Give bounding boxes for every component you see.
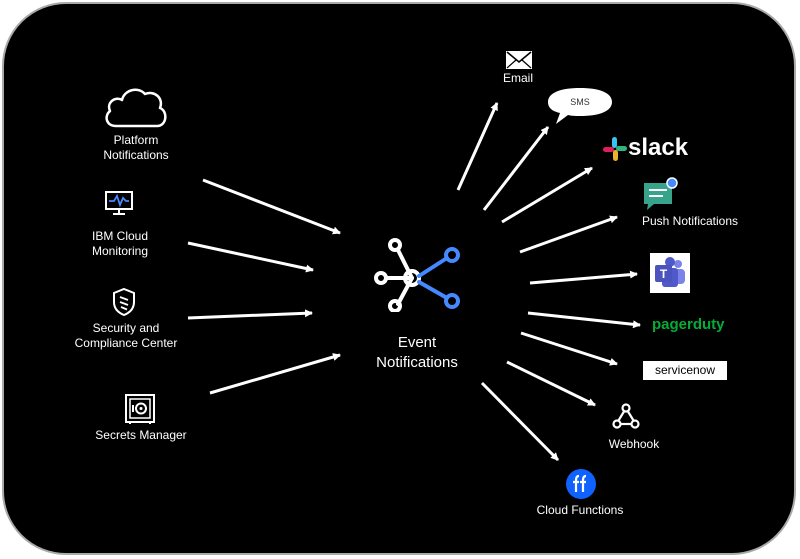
dest-label-webhook: Webhook (608, 437, 660, 451)
arrow-security-to-center (187, 309, 313, 320)
source-label-monitoring: IBM Cloud Monitoring (91, 229, 149, 258)
arrow-center-to-webhook (506, 360, 596, 407)
cloud-icon (102, 84, 170, 130)
arrow-center-to-servicenow (520, 331, 618, 366)
arrow-center-to-teams (529, 270, 638, 285)
vault-icon (124, 393, 156, 425)
arrow-center-to-push (519, 215, 618, 254)
dest-label-slack: slack (628, 134, 689, 161)
arrow-center-to-sms (482, 126, 550, 211)
svg-text:T: T (660, 267, 668, 281)
cloud-functions-icon (564, 467, 598, 501)
arrow-center-to-pagerduty (527, 311, 641, 329)
shield-icon (112, 287, 136, 317)
speech-bubble-icon (546, 86, 614, 126)
envelope-icon (505, 50, 533, 70)
dest-label-email: Email (502, 71, 533, 85)
arrow-center-to-functions (480, 381, 560, 462)
microsoft-teams-logo: T (650, 253, 690, 293)
arrow-secrets-to-center (209, 353, 341, 395)
center-label: Event Notifications (376, 334, 458, 371)
arrow-monitoring-to-center (187, 241, 314, 273)
servicenow-logo (643, 361, 727, 380)
dest-label-servicenow: servicenow (654, 363, 716, 377)
slack-logo (602, 136, 628, 162)
arrow-center-to-slack (501, 166, 593, 224)
dest-label-sms: SMS (570, 97, 590, 107)
arrow-center-to-email (456, 102, 499, 191)
dest-label-pagerduty: pagerduty (652, 316, 725, 333)
source-label-secrets: Secrets Manager (95, 428, 187, 442)
monitor-icon (104, 190, 134, 216)
chat-notification-icon (642, 177, 680, 213)
webhook-icon (612, 402, 640, 430)
dest-label-functions: Cloud Functions (536, 503, 624, 517)
arrow-platform-to-center (202, 178, 341, 235)
event-notifications-icon (372, 236, 464, 312)
source-label-platform: Platform Notifications (103, 133, 169, 162)
dest-label-push: Push Notifications (641, 214, 739, 228)
source-label-security: Security and Compliance Center (74, 321, 178, 350)
